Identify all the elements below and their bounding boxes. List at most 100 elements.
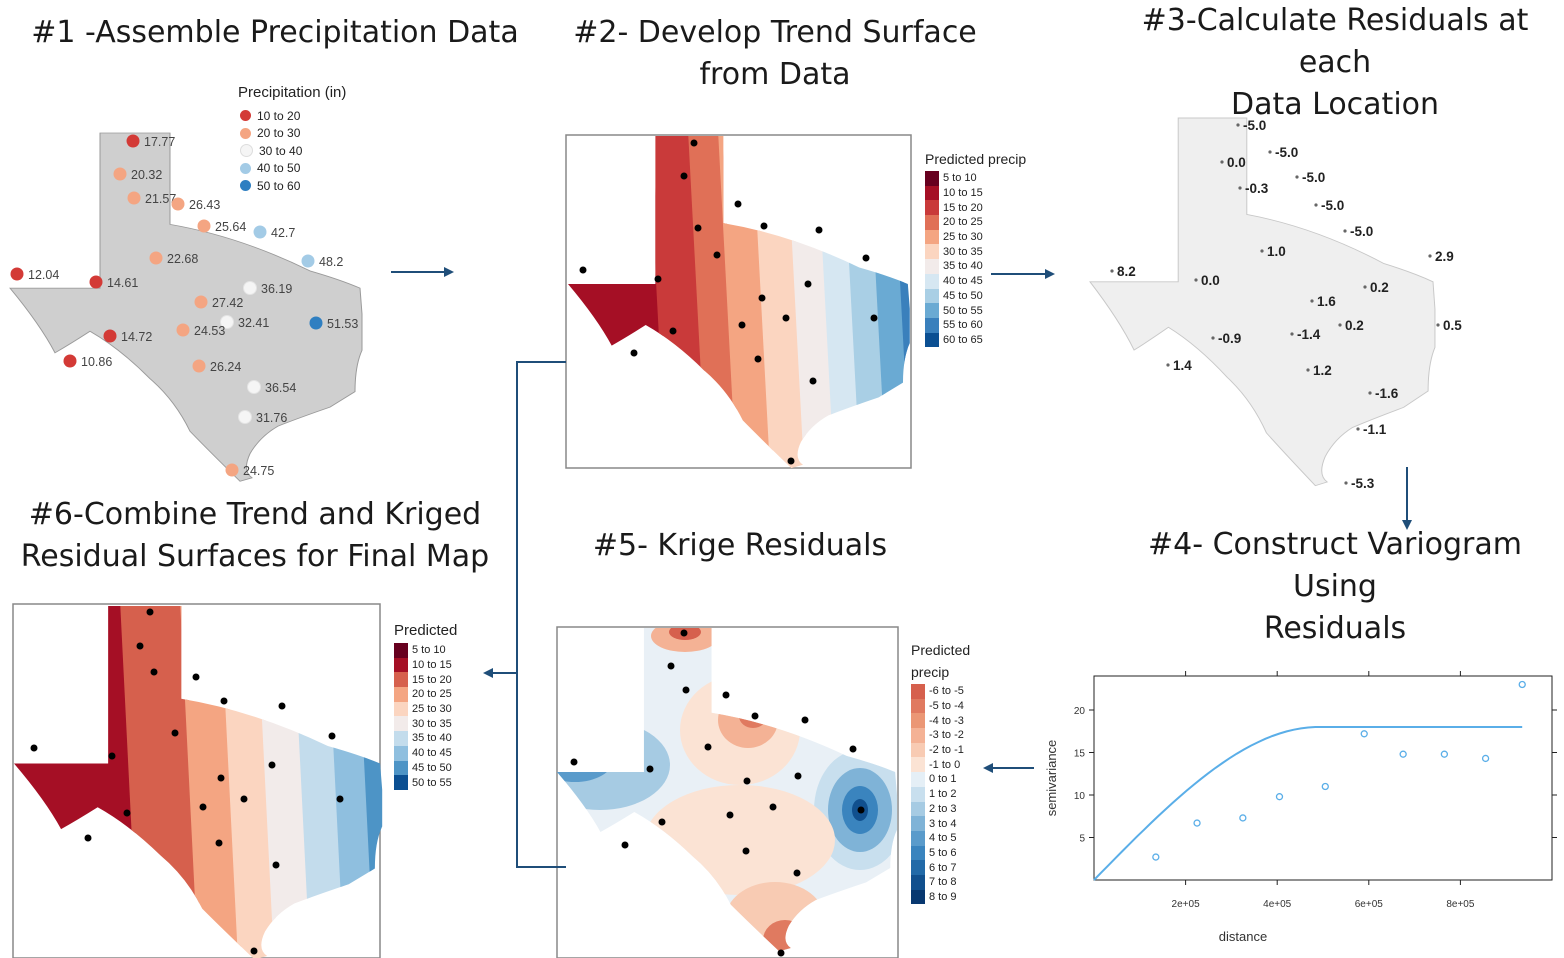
station-value-label: 51.53 bbox=[327, 317, 358, 331]
panel6-legend-item: 10 to 15 bbox=[394, 657, 457, 673]
panel5-legend-item: -6 to -5 bbox=[911, 684, 970, 699]
station-marker bbox=[127, 191, 141, 205]
y-tick-label: 10 bbox=[1074, 791, 1086, 802]
panel2-title: #2- Develop Trend Surface from Data bbox=[560, 12, 990, 96]
residual-point bbox=[1295, 175, 1299, 179]
panel5-legend-label: 2 to 3 bbox=[929, 802, 957, 815]
station-value-label: 24.53 bbox=[194, 324, 225, 338]
residual-value-label: 0.5 bbox=[1443, 318, 1462, 333]
panel1-legend-label: 10 to 20 bbox=[257, 108, 301, 123]
station-dot bbox=[217, 774, 225, 782]
panel5-legend-swatch bbox=[911, 860, 925, 875]
residual-point bbox=[1344, 481, 1348, 485]
station-dot bbox=[220, 697, 228, 705]
panel5-legend-swatch bbox=[911, 698, 925, 714]
residual-value-label: 1.2 bbox=[1313, 363, 1332, 378]
station-dot bbox=[150, 668, 158, 676]
panel6-legend-item: 5 to 10 bbox=[394, 643, 457, 658]
station-dot bbox=[804, 280, 812, 288]
station-dot bbox=[849, 745, 857, 753]
residual-point bbox=[1268, 150, 1272, 154]
panel5-legend-item: 6 to 7 bbox=[911, 860, 970, 875]
panel5-legend-label: 5 to 6 bbox=[929, 846, 957, 859]
panel2-legend-label: 5 to 10 bbox=[943, 172, 977, 185]
variogram-frame bbox=[1093, 675, 1553, 881]
panel6-legend-label: 45 to 50 bbox=[412, 761, 452, 774]
station-dot bbox=[654, 275, 662, 283]
panel2-legend-swatch bbox=[925, 171, 939, 186]
station-dot bbox=[801, 716, 809, 724]
panel6-legend-item: 35 to 40 bbox=[394, 731, 457, 746]
residual-point bbox=[1306, 368, 1310, 372]
panel2-legend-item: 35 to 40 bbox=[925, 259, 1026, 274]
station-value-label: 14.72 bbox=[121, 330, 152, 344]
y-tick-label: 20 bbox=[1074, 706, 1086, 717]
station-dot bbox=[754, 355, 762, 363]
panel2-legend-swatch bbox=[925, 229, 939, 245]
station-value-label: 31.76 bbox=[256, 411, 287, 425]
panel1-legend-title: Precipitation (in) bbox=[238, 84, 347, 101]
station-value-label: 36.19 bbox=[261, 282, 292, 296]
station-dot bbox=[579, 266, 587, 274]
trend-band bbox=[916, 130, 978, 470]
panel6-legend-title: Predicted bbox=[394, 622, 458, 639]
station-value-label: 17.77 bbox=[144, 135, 175, 149]
station-dot bbox=[146, 608, 154, 616]
station-dot bbox=[272, 861, 280, 869]
station-dot bbox=[682, 686, 690, 694]
panel5-legend-swatch bbox=[911, 801, 925, 817]
x-axis-label: distance bbox=[1219, 929, 1267, 944]
panel2-legend-swatch bbox=[925, 303, 939, 318]
residual-value-label: 1.4 bbox=[1173, 358, 1192, 373]
residual-value-label: 1.0 bbox=[1267, 244, 1286, 259]
panel2-legend-item: 45 to 50 bbox=[925, 288, 1026, 304]
panel6-legend-item: 20 to 25 bbox=[394, 687, 457, 702]
panel2-legend-label: 35 to 40 bbox=[943, 260, 983, 273]
panel6-legend-swatch bbox=[394, 701, 408, 717]
residual-point bbox=[1211, 336, 1215, 340]
variogram-point bbox=[1360, 730, 1368, 738]
panel5-map bbox=[556, 626, 899, 958]
panel2-legend-label: 20 to 25 bbox=[943, 216, 983, 229]
panel6-stations bbox=[30, 608, 344, 955]
station-marker bbox=[149, 251, 163, 265]
panel5-legend-item: 0 to 1 bbox=[911, 772, 970, 787]
panel2-legend-label: 30 to 35 bbox=[943, 245, 983, 258]
panel1-legend-item: 50 to 60 bbox=[240, 177, 346, 195]
station-marker bbox=[197, 219, 211, 233]
station-marker bbox=[225, 463, 239, 477]
panel1-legend-item: 30 to 40 bbox=[240, 142, 346, 160]
panel5-legend-item: 1 to 2 bbox=[911, 786, 970, 802]
station-dot bbox=[215, 839, 223, 847]
station-dot bbox=[704, 743, 712, 751]
panel2-legend-label: 55 to 60 bbox=[943, 319, 983, 332]
variogram-point bbox=[1239, 814, 1247, 822]
station-marker bbox=[243, 281, 257, 295]
station-value-label: 25.64 bbox=[215, 220, 246, 234]
residual-value-label: -1.4 bbox=[1297, 327, 1321, 342]
panel2-legend-item: 20 to 25 bbox=[925, 215, 1026, 230]
station-dot bbox=[870, 314, 878, 322]
station-dot bbox=[769, 803, 777, 811]
station-dot bbox=[862, 254, 870, 262]
panel2-legend-item: 50 to 55 bbox=[925, 303, 1026, 318]
panel2-legend-swatch bbox=[925, 332, 939, 348]
panel5-legend-swatch bbox=[911, 684, 925, 699]
station-dot bbox=[726, 811, 734, 819]
station-value-label: 14.61 bbox=[107, 276, 138, 290]
panel2-legend-item: 30 to 35 bbox=[925, 244, 1026, 260]
panel2-legend-item: 40 to 45 bbox=[925, 273, 1026, 289]
residual-value-label: 0.2 bbox=[1345, 318, 1364, 333]
residual-point bbox=[1338, 323, 1342, 327]
residual-point bbox=[1363, 285, 1367, 289]
variogram-point bbox=[1518, 680, 1526, 689]
panel2-legend-label: 50 to 55 bbox=[943, 304, 983, 317]
